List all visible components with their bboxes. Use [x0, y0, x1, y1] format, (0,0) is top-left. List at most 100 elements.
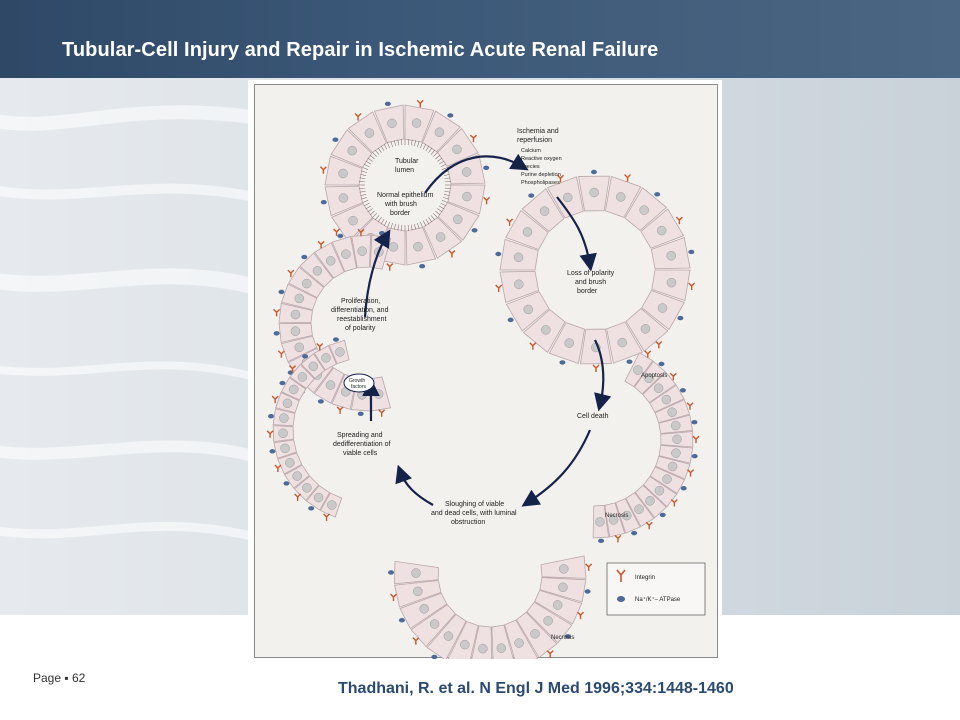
integrin-marker — [416, 99, 424, 108]
label-sloughing-1: Sloughing of viable — [445, 501, 504, 508]
atpase-marker — [584, 589, 591, 594]
brush-border-villus — [360, 173, 367, 176]
brush-border-villus — [383, 220, 388, 227]
cell-nucleus — [388, 242, 399, 252]
cell-nucleus — [671, 448, 681, 458]
arrow-death-to-sloughing — [521, 429, 592, 507]
cell-nucleus — [294, 342, 305, 353]
brush-border-villus — [435, 154, 441, 160]
cell-nucleus — [644, 373, 654, 384]
integrin-marker — [655, 340, 663, 349]
brush-border-villus — [410, 224, 413, 231]
label-ischemia-factor-2: Reactive oxygen — [521, 156, 562, 162]
legend-integrin-symbol — [616, 569, 626, 582]
cell-nucleus — [653, 383, 664, 393]
page-number: Page ▪ 62 — [33, 671, 86, 685]
cell-nucleus — [670, 420, 681, 431]
brush-border-villus — [441, 200, 448, 203]
label-proliferation-4: of polarity — [345, 325, 376, 332]
cell-nucleus — [478, 643, 488, 654]
cell-nucleus — [364, 128, 375, 138]
atpase-marker — [631, 530, 638, 536]
cell-nucleus — [302, 278, 312, 289]
brush-border-villus — [437, 157, 443, 162]
cell-nucleus — [335, 347, 345, 357]
cell-nucleus — [280, 443, 290, 454]
cell-nucleus — [443, 631, 454, 641]
brush-border-villus — [360, 194, 367, 197]
integrin-marker — [688, 282, 696, 291]
integrin-marker — [277, 350, 285, 358]
cell-nucleus — [558, 564, 569, 574]
brush-border-villus — [361, 197, 368, 200]
integrin-marker — [644, 350, 652, 358]
cell-nucleus — [325, 256, 336, 266]
atpase-marker — [590, 169, 597, 175]
label-spreading-2: dedifferentiation of — [333, 441, 391, 448]
legend: Integrin Na⁺/K⁺– ATPase — [606, 562, 706, 616]
brush-border-villus — [417, 141, 420, 148]
brush-border-villus — [387, 142, 390, 149]
brush-border-villus — [437, 208, 443, 213]
cell-nucleus — [634, 504, 644, 514]
brush-border-villus — [377, 147, 382, 153]
legend-atpase-symbol — [617, 596, 625, 602]
cell-nucleus — [661, 394, 672, 405]
atpase-marker — [677, 315, 684, 321]
cell-nucleus — [321, 353, 331, 363]
brush-border-villus — [393, 223, 396, 230]
brush-border-villus — [362, 167, 369, 170]
brush-border-villus — [440, 163, 447, 168]
integrin-marker — [670, 498, 678, 507]
label-normal-epithelium-1: Normal epithelium — [377, 192, 434, 199]
integrin-marker — [289, 365, 297, 373]
cell-nucleus — [543, 616, 553, 626]
cell-nucleus — [460, 639, 470, 650]
atpase-marker — [483, 165, 490, 171]
brush-border-villus — [433, 152, 438, 157]
label-proliferation-2: differentiation, and — [331, 307, 389, 314]
cell-nucleus — [639, 205, 649, 215]
atpase-marker — [559, 360, 566, 365]
integrin-marker — [357, 228, 365, 237]
brush-border-villus — [435, 210, 441, 216]
label-tubular-lumen-1: Tubular — [395, 158, 419, 165]
cell-nucleus — [429, 619, 440, 629]
brush-border-villus — [390, 141, 393, 148]
cell-nucleus — [552, 600, 563, 610]
atpase-marker — [269, 449, 276, 454]
brush-border-villus — [367, 157, 373, 162]
atpase-marker — [388, 570, 395, 575]
label-growth-factors-1: Growth — [349, 378, 365, 384]
atpase-marker — [268, 414, 275, 419]
cell-nucleus — [347, 145, 357, 156]
ring-sloughing — [388, 555, 593, 659]
integrin-marker — [645, 521, 653, 530]
brush-border-villus — [367, 208, 373, 213]
cell-nucleus — [453, 214, 463, 225]
cell-nucleus — [327, 500, 337, 510]
integrin-marker — [319, 166, 327, 174]
integrin-marker — [614, 534, 622, 543]
label-growth-factors-2: factors — [351, 384, 367, 390]
brush-border-villus — [430, 215, 436, 221]
integrin-marker — [354, 113, 362, 121]
cell-nucleus — [348, 215, 358, 226]
cell-nucleus — [645, 496, 655, 506]
integrin-marker — [529, 342, 537, 350]
brush-border-villus — [380, 145, 385, 152]
integrin-marker — [386, 263, 394, 271]
ring-spreading — [266, 337, 350, 521]
integrin-marker — [378, 409, 386, 417]
atpase-marker — [598, 538, 605, 544]
brush-border-villus — [374, 215, 380, 221]
cell-nucleus — [434, 127, 445, 137]
cell-nucleus — [452, 144, 462, 155]
cell-nucleus — [564, 338, 575, 348]
brush-border-villus — [369, 210, 375, 216]
integrin-marker — [483, 196, 491, 205]
tubular-injury-diagram: Tubular lumen Normal epithelium with bru… — [254, 84, 718, 659]
label-spreading-3: viable cells — [343, 450, 378, 457]
integrin-marker — [333, 228, 341, 236]
cell-nucleus — [633, 365, 643, 375]
